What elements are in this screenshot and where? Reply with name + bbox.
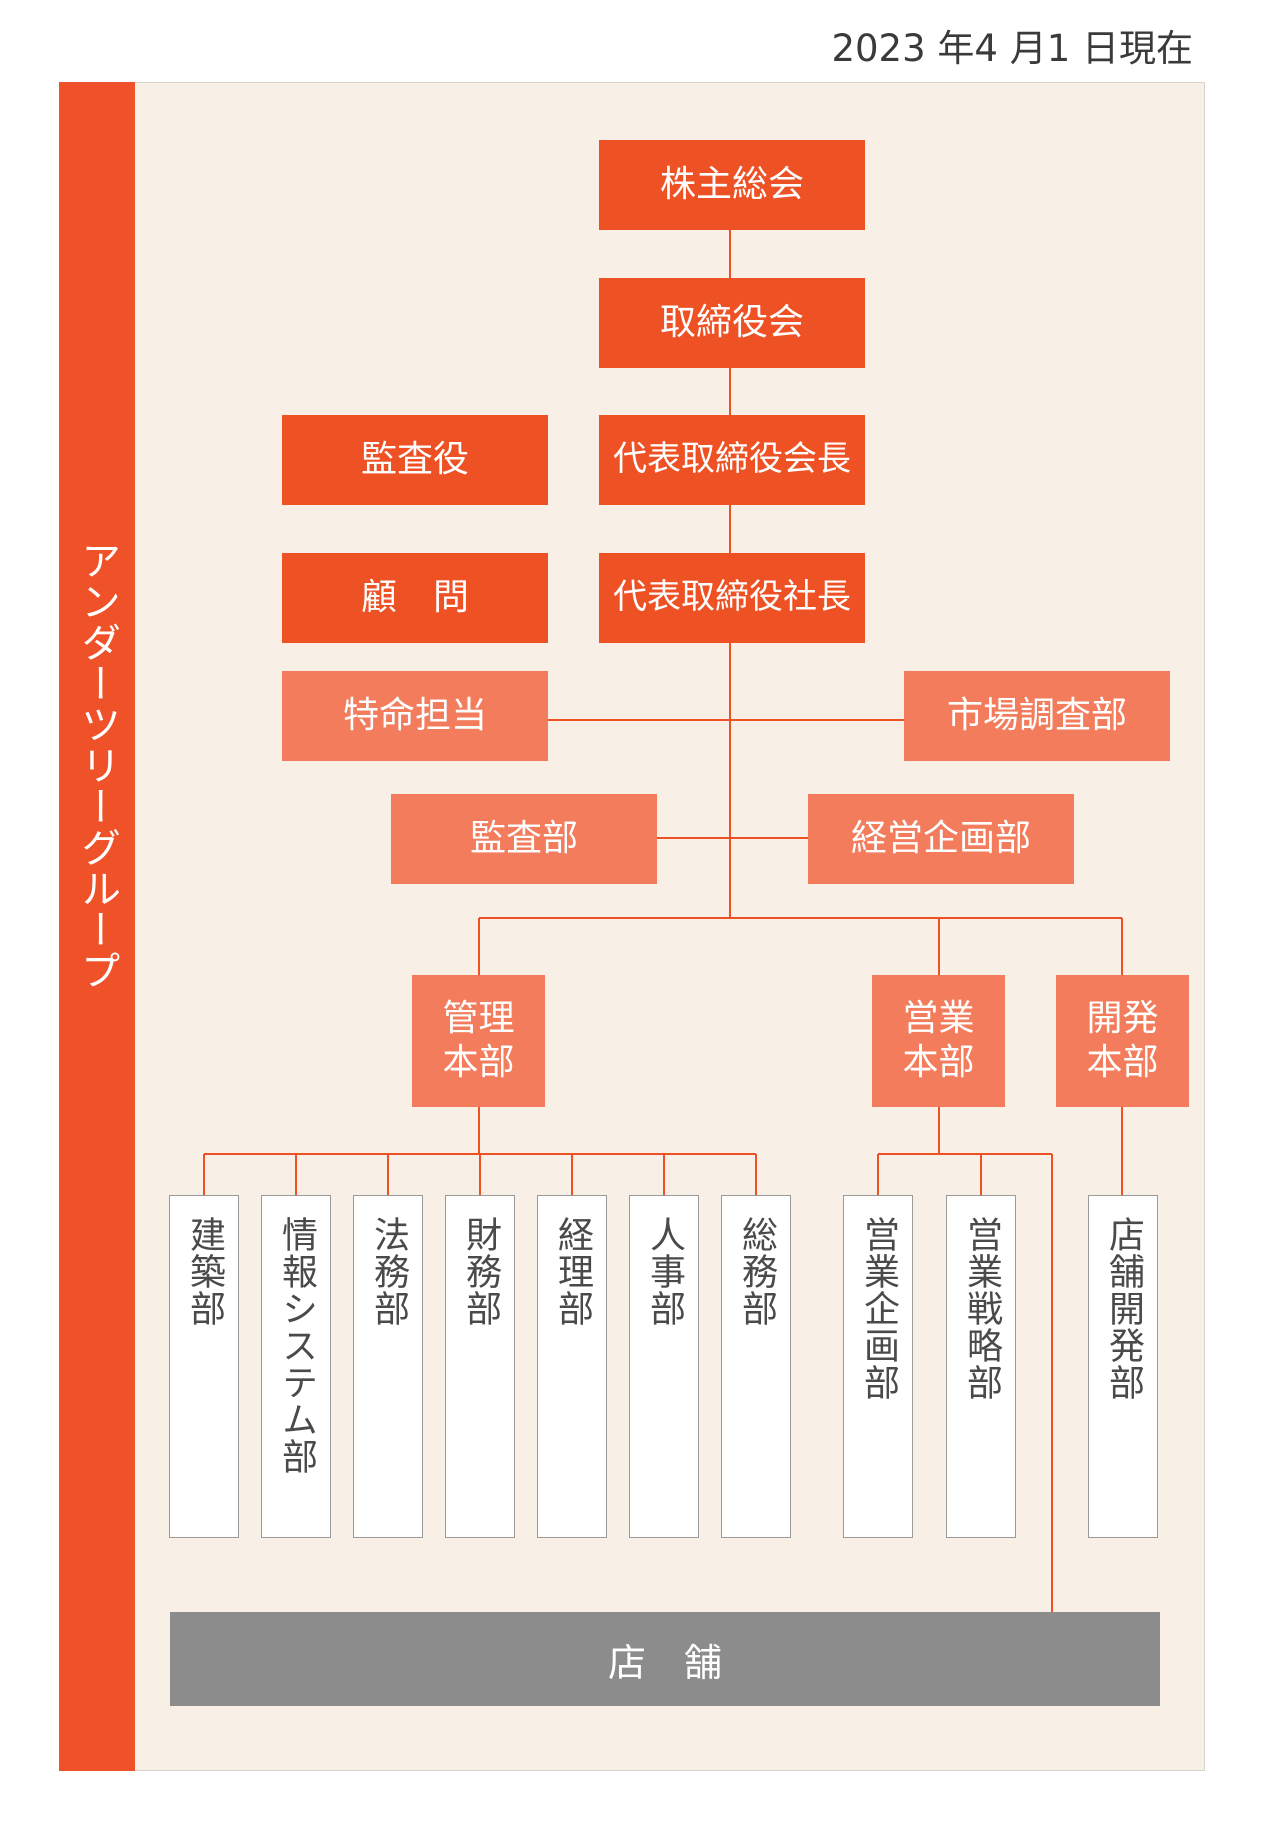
department-label: 経理部 [552, 1216, 593, 1327]
department-label: 建築部 [184, 1216, 225, 1327]
department-label: 法務部 [368, 1216, 409, 1327]
department-label: 情報システム部 [276, 1216, 317, 1475]
admin-headquarters-box: 管理 本部 [412, 975, 545, 1107]
department-label: 総務部 [736, 1216, 777, 1327]
advisor-box: 顧 問 [282, 553, 548, 643]
department-box: 情報システム部 [261, 1195, 331, 1538]
department-box: 総務部 [721, 1195, 791, 1538]
development-headquarters-box: 開発 本部 [1056, 975, 1189, 1107]
audit-department-box: 監査部 [391, 794, 657, 884]
group-band [59, 82, 135, 1771]
department-box: 営業戦略部 [946, 1195, 1016, 1538]
sales-headquarters-box: 営業 本部 [872, 975, 1005, 1107]
shareholders-meeting-box: 株主総会 [599, 140, 865, 230]
department-box: 経理部 [537, 1195, 607, 1538]
department-label: 財務部 [460, 1216, 501, 1327]
special-assignment-box: 特命担当 [282, 671, 548, 761]
auditor-box: 監査役 [282, 415, 548, 505]
management-planning-box: 経営企画部 [808, 794, 1074, 884]
department-box: 建築部 [169, 1195, 239, 1538]
department-label: 営業企画部 [858, 1216, 899, 1401]
market-research-box: 市場調査部 [904, 671, 1170, 761]
store-box: 店 舗 [170, 1612, 1160, 1706]
board-of-directors-box: 取締役会 [599, 278, 865, 368]
department-box: 店舗開発部 [1088, 1195, 1158, 1538]
as-of-date: 2023 年4 月1 日現在 [831, 27, 1193, 70]
department-box: 法務部 [353, 1195, 423, 1538]
department-box: 営業企画部 [843, 1195, 913, 1538]
group-label: アンダーツリーグループ [74, 540, 120, 991]
department-label: 営業戦略部 [961, 1216, 1002, 1401]
department-box: 財務部 [445, 1195, 515, 1538]
department-label: 店舗開発部 [1103, 1216, 1144, 1401]
president-box: 代表取締役社長 [599, 553, 865, 643]
department-box: 人事部 [629, 1195, 699, 1538]
department-label: 人事部 [644, 1216, 685, 1327]
chairman-box: 代表取締役会長 [599, 415, 865, 505]
